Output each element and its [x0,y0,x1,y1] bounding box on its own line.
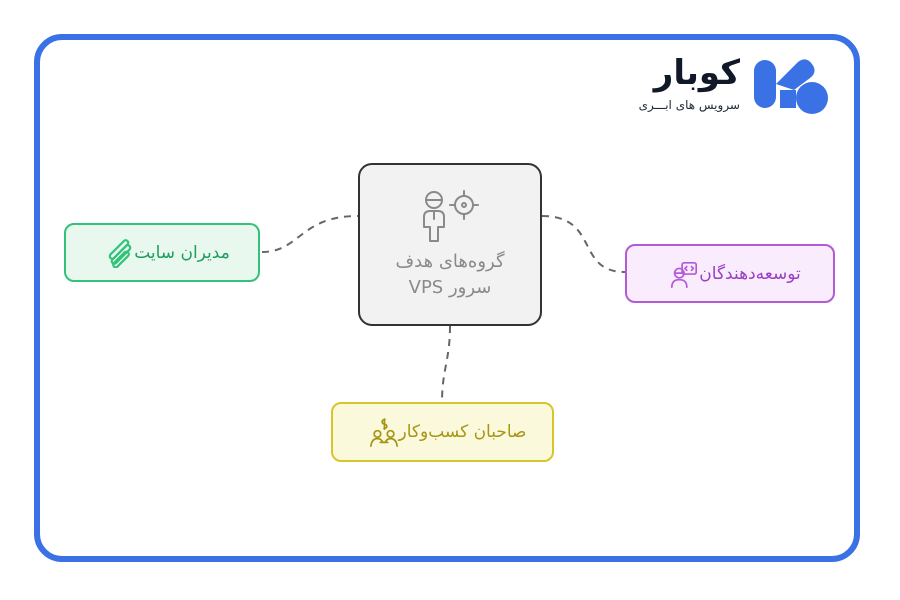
node-site-admins: مدیران سایت [64,223,260,282]
brand-tagline: سرویس های ابـــری [638,98,740,112]
business-people-icon [369,417,399,447]
center-node: گروه‌های هدف سرور VPS [358,163,542,326]
node-developers-label: توسعه‌دهندگان [699,263,801,284]
brand-mark-icon [754,59,828,114]
brand-name: کوبار [653,53,740,93]
center-label: گروه‌های هدف سرور VPS [396,249,505,301]
node-site-admins-label: مدیران سایت [134,242,230,263]
bars-icon [104,238,134,268]
node-developers: توسعه‌دهندگان [625,244,835,303]
node-business-owners-label: صاحبان کسب‌وکار [398,422,527,442]
center-label-line1: گروه‌های هدف [395,250,505,272]
brand-logo: کوبار سرویس های ابـــری [616,52,836,122]
user-target-icon [423,189,479,242]
node-business-owners: صاحبان کسب‌وکار [331,402,554,462]
developer-icon [669,259,699,289]
center-label-line2: سرور VPS [408,276,492,298]
